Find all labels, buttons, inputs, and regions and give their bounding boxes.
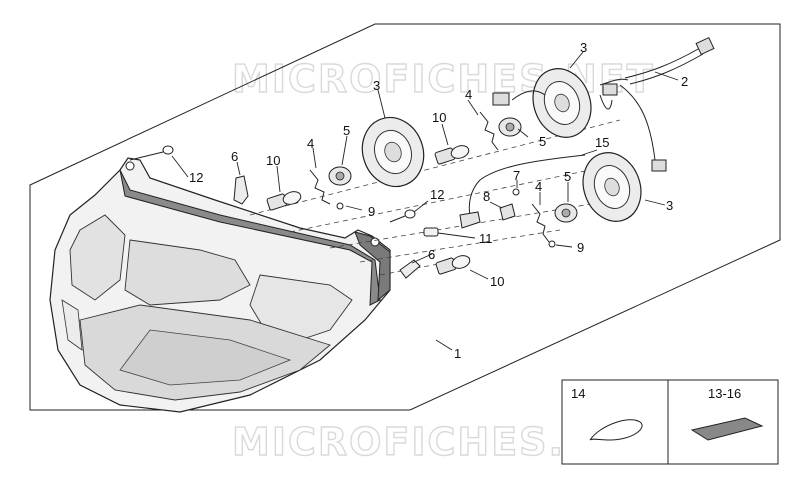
- bulb-socket-right: [554, 203, 578, 223]
- position-bulb-11: [459, 211, 481, 229]
- holder-8: [499, 203, 516, 221]
- callout-3-top: 3: [580, 40, 587, 55]
- kit-label-14: 14: [571, 386, 585, 401]
- screw-9-left: [336, 202, 344, 210]
- callout-10-middle: 10: [432, 110, 446, 125]
- callout-12-top: 12: [189, 170, 203, 185]
- callout-10-lower: 10: [490, 274, 504, 289]
- reflector-ring-top: [532, 68, 592, 138]
- screw-12-top: [129, 145, 174, 161]
- screw-7: [512, 188, 520, 196]
- wiring-harness: [492, 36, 715, 172]
- callout-6-lower: 6: [428, 247, 435, 262]
- seal-gasket: [589, 419, 643, 441]
- assembly-frame: [29, 23, 781, 411]
- callout-3-left: 3: [373, 78, 380, 93]
- bulb-socket-left: [328, 166, 352, 186]
- reflector-ring-right: [582, 152, 642, 222]
- callout-4-right: 4: [535, 179, 542, 194]
- spring-clip-middle: [479, 111, 499, 151]
- leader-lines: [171, 51, 679, 351]
- bulb-socket-middle: [498, 117, 522, 137]
- headlight-housing: [49, 157, 391, 413]
- screw-9-right: [548, 240, 556, 248]
- small-bulb: [423, 227, 439, 237]
- reflector-ring-left: [361, 116, 425, 188]
- spring-clip-right: [531, 203, 550, 243]
- screw-12-middle: [389, 209, 416, 223]
- callout-10-left: 10: [266, 153, 280, 168]
- bulb-middle: [434, 145, 470, 165]
- adhesive-pad: [690, 417, 764, 441]
- callout-3-right: 3: [666, 198, 673, 213]
- callout-8: 8: [483, 189, 490, 204]
- wire-15: [468, 154, 586, 216]
- callout-6-upper: 6: [231, 149, 238, 164]
- kit-box: 14 13-16: [561, 379, 779, 465]
- kit-label-13-16: 13-16: [708, 386, 741, 401]
- callout-1: 1: [454, 346, 461, 361]
- callout-2: 2: [681, 74, 688, 89]
- callout-4-middle: 4: [465, 87, 472, 102]
- watermark-top: MICROFICHES.NET: [232, 57, 655, 101]
- bulb-lower: [435, 255, 471, 275]
- callout-4-left: 4: [307, 136, 314, 151]
- callout-5-right: 5: [564, 169, 571, 184]
- connector-6-upper: [233, 175, 249, 205]
- callout-12-middle: 12: [430, 187, 444, 202]
- callout-5-middle: 5: [539, 134, 546, 149]
- callout-9-right: 9: [577, 240, 584, 255]
- callout-9-left: 9: [368, 204, 375, 219]
- callout-15: 15: [595, 135, 609, 150]
- spring-clip-left: [309, 169, 331, 205]
- callout-11: 11: [479, 231, 493, 246]
- callout-7: 7: [513, 168, 520, 183]
- bulb-left: [266, 191, 302, 211]
- callout-5-left: 5: [343, 123, 350, 138]
- connector-6-lower: [399, 259, 421, 279]
